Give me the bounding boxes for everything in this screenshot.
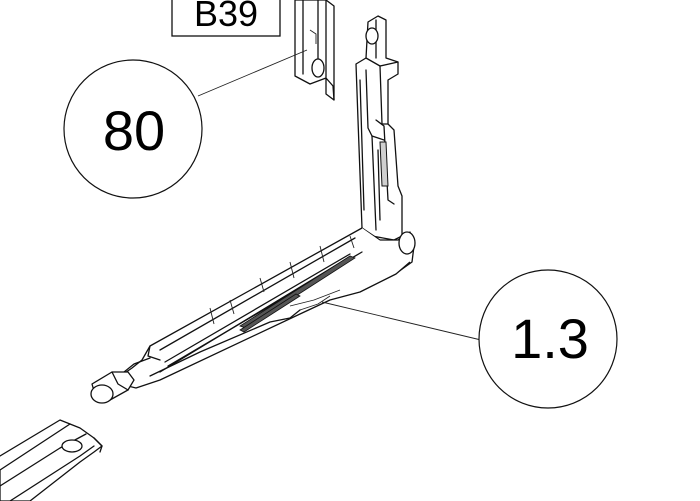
b39-label-box: B39 <box>171 0 281 37</box>
callout-1-3: 1.3 <box>321 269 618 409</box>
callout-80: 80 <box>63 49 308 199</box>
lower-rail-part <box>0 419 103 501</box>
callout-1-3-text: 1.3 <box>511 307 589 370</box>
callout-80-text: 80 <box>103 99 165 162</box>
b39-label-text: B39 <box>194 0 258 34</box>
corner-drive-part <box>90 15 416 404</box>
vertical-rail-part <box>294 0 335 101</box>
